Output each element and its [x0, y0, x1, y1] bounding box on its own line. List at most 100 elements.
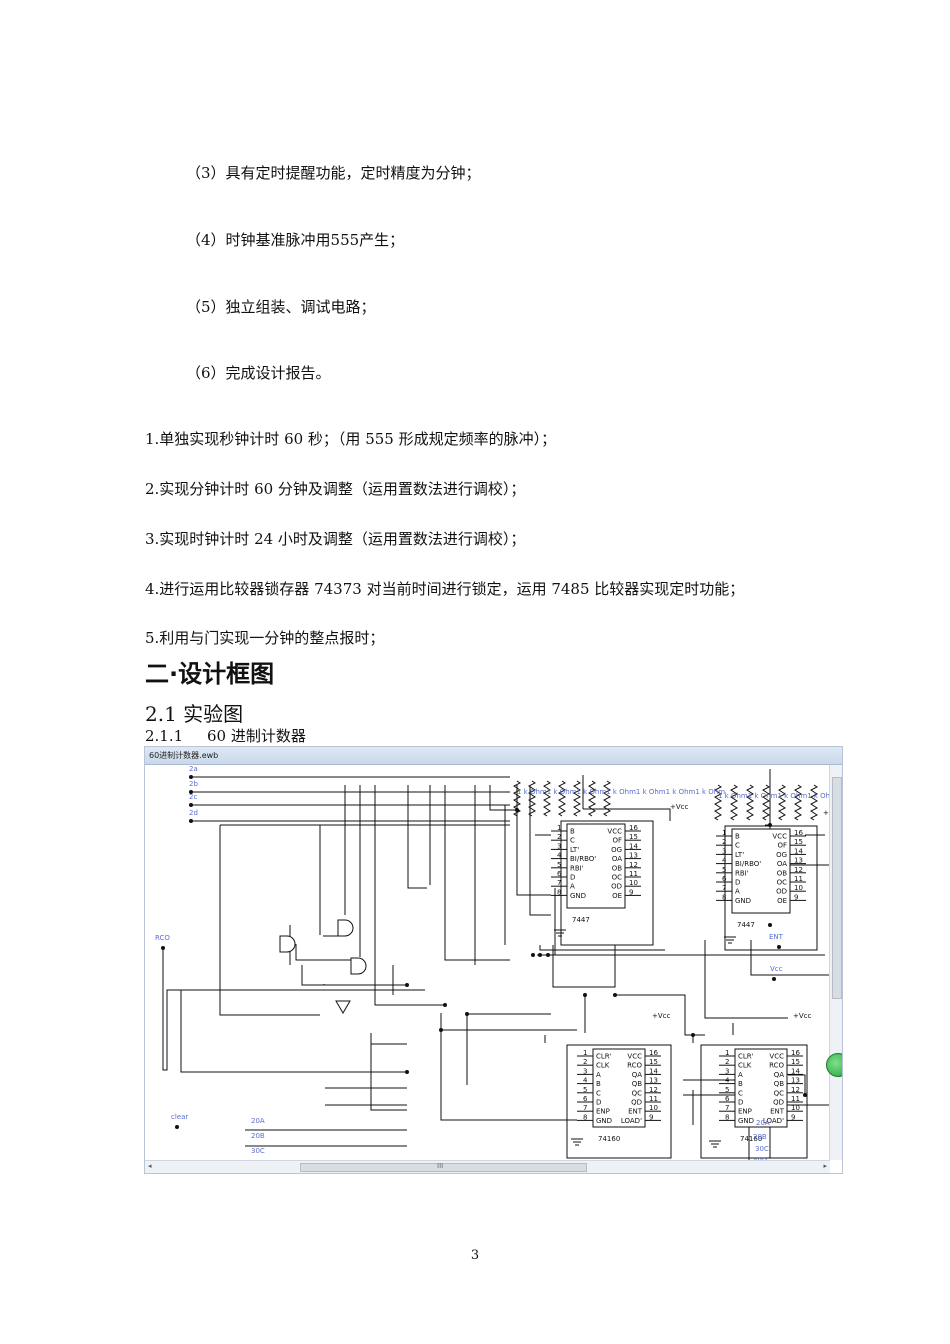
pin-label-right: QD [773, 1099, 784, 1107]
wire [539, 945, 665, 951]
junction-dot [691, 1033, 695, 1037]
junction-dot [777, 945, 781, 949]
pin-label-left: B [738, 1080, 743, 1088]
pin-label-left: A [570, 883, 575, 891]
pin-number-left: 2 [583, 1058, 587, 1066]
resistor [810, 784, 818, 821]
pin-number-left: 4 [557, 852, 562, 860]
wire [440, 1013, 577, 1121]
pin-number-left: 7 [583, 1104, 587, 1112]
section-title: 二·设计框图 [145, 660, 275, 688]
wire [370, 1033, 407, 1111]
pin-number-left: 4 [725, 1077, 730, 1085]
counter-input-label-left: 20A [251, 1117, 265, 1125]
pin-label-left: D [735, 879, 740, 887]
pin-number-left: 3 [557, 842, 561, 850]
resistor [762, 784, 770, 821]
pin-number-left: 7 [725, 1104, 729, 1112]
vertical-scroll-thumb[interactable] [832, 777, 842, 999]
pin-label-left: C [596, 1089, 601, 1097]
task-5: 5.利用与门实现一分钟的整点报时； [145, 629, 385, 647]
pin-number-left: 1 [722, 829, 726, 837]
pin-label-left: CLR' [596, 1053, 612, 1061]
subsection-title: 2.1 实验图 [145, 702, 244, 726]
pin-label-right: VCC [607, 828, 622, 836]
junction-dot [538, 953, 542, 957]
pin-label-right: OF [777, 842, 787, 850]
chip-label: 7447 [572, 916, 590, 924]
resistor [730, 784, 738, 821]
pin-number-left: 3 [583, 1067, 587, 1075]
scroll-grip: III [437, 1162, 444, 1170]
scroll-left-arrow-icon[interactable]: ◂ [148, 1162, 152, 1170]
pin-number-right: 11 [649, 1095, 658, 1103]
requirement-5: （5）独立组装、调试电路； [186, 298, 376, 316]
decoder-chip-left [566, 823, 626, 909]
pin-label-right: QC [774, 1089, 785, 1097]
junction-dot [443, 1003, 447, 1007]
pin-label-left: GND [596, 1117, 612, 1125]
pin-label-right: VCC [769, 1053, 784, 1061]
chip-label: 7447 [737, 921, 755, 929]
pin-number-right: 14 [649, 1067, 658, 1075]
ground-symbol [571, 1138, 583, 1146]
pin-label-left: BI/RBO' [570, 855, 596, 863]
pin-number-right: 13 [649, 1077, 658, 1085]
ground-symbol [554, 929, 566, 937]
horizontal-scrollbar[interactable]: ◂ III ▸ [145, 1160, 830, 1173]
pin-number-right: 16 [649, 1049, 658, 1057]
wire [407, 785, 427, 889]
pin-label-right: OF [612, 837, 622, 845]
pin-label-left: GND [570, 892, 586, 900]
pin-label-left: A [596, 1071, 601, 1079]
vertical-scrollbar[interactable] [829, 765, 842, 1160]
pin-number-right: 14 [629, 842, 638, 850]
pin-number-left: 5 [722, 866, 726, 874]
horizontal-scroll-thumb[interactable] [300, 1163, 587, 1172]
pin-number-right: 10 [794, 884, 803, 892]
pin-label-right: ENT [628, 1108, 643, 1116]
pin-label-left: ENP [596, 1108, 610, 1116]
pin-number-right: 14 [794, 847, 803, 855]
window-titlebar: 60进制计数器.ewb [145, 747, 842, 765]
pin-label-left: RBI' [735, 869, 749, 877]
pin-number-left: 5 [725, 1086, 729, 1094]
input-label: 2d [189, 809, 198, 817]
pin-number-left: 4 [722, 857, 727, 865]
pin-label-left: C [738, 1089, 743, 1097]
resistor [714, 784, 722, 821]
pin-label-right: RCO [769, 1062, 784, 1070]
page-number: 3 [470, 1248, 480, 1263]
pin-label-left: C [735, 842, 740, 850]
pin-number-right: 16 [629, 824, 638, 832]
pin-number-left: 2 [725, 1058, 729, 1066]
resistor [558, 780, 566, 817]
junction-dot [515, 808, 519, 812]
pin-number-left: 5 [583, 1086, 587, 1094]
wire [704, 940, 788, 1019]
junction-dot [405, 1070, 409, 1074]
vcc-label-2: +Vcc [823, 809, 830, 817]
pin-label-right: OD [611, 883, 622, 891]
junction-dot [803, 1093, 807, 1097]
input-label: 2b [189, 780, 198, 788]
resistor [603, 780, 611, 817]
task-2: 2.实现分钟计时 60 分钟及调整（运用置数法进行调校）； [145, 480, 526, 498]
scroll-right-arrow-icon[interactable]: ▸ [823, 1162, 827, 1170]
pin-number-left: 1 [583, 1049, 587, 1057]
pin-label-right: OG [611, 846, 622, 854]
pin-label-right: OE [777, 897, 787, 905]
pin-label-right: ENT [770, 1108, 785, 1116]
pin-label-right: OB [612, 864, 623, 872]
pin-number-left: 8 [725, 1113, 729, 1121]
pin-number-right: 15 [794, 838, 803, 846]
pin-number-right: 10 [649, 1104, 658, 1112]
pin-number-right: 12 [629, 861, 638, 869]
pin-number-left: 6 [557, 870, 562, 878]
vcc-side-label: Vcc [770, 965, 783, 973]
pin-number-right: 13 [629, 852, 638, 860]
green-circle-icon[interactable] [826, 1053, 842, 1077]
junction-dot [768, 923, 772, 927]
